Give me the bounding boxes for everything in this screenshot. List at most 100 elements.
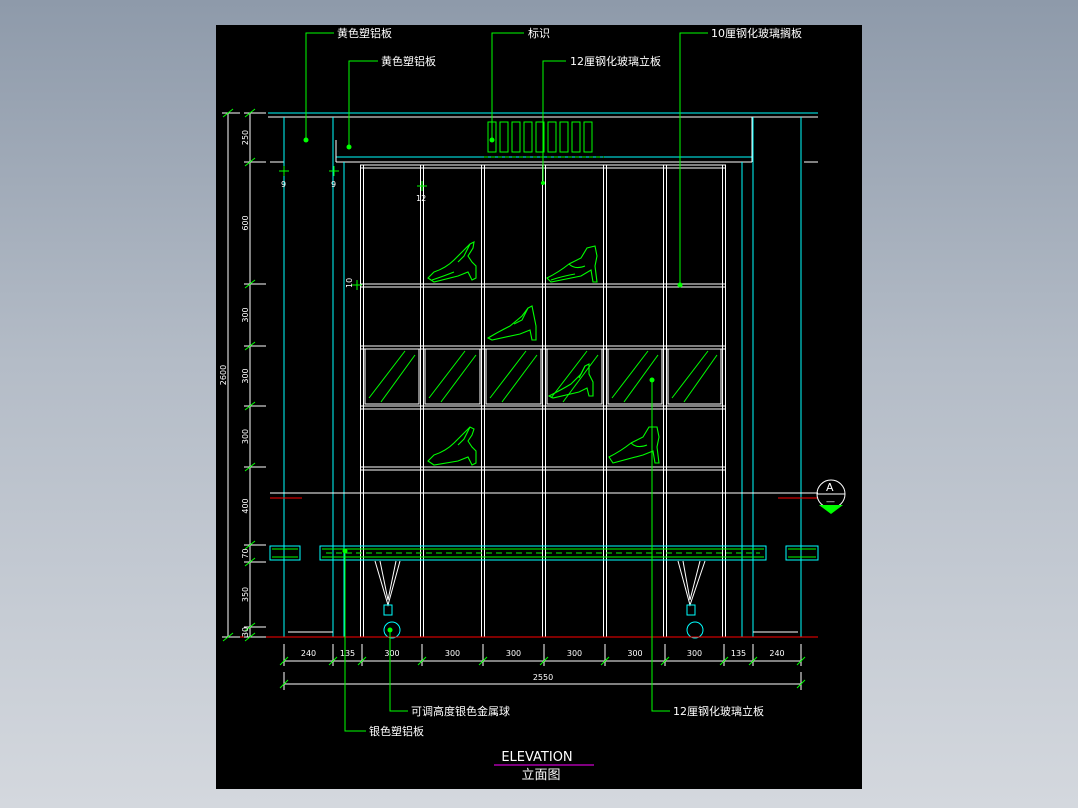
left-tick-6 <box>244 540 256 550</box>
leader-dots-bottom <box>342 377 655 633</box>
bottom-tick-4 <box>478 656 488 666</box>
bottom-dim-7: 300 <box>687 649 702 658</box>
shelving-grid <box>360 164 726 637</box>
left-tick-4 <box>244 401 256 411</box>
left-dimension-chain: 250 600 300 300 300 400 70 350 30 2600 <box>219 108 266 642</box>
bottom-tick-3 <box>417 656 427 666</box>
left-dim-5: 400 <box>241 498 250 513</box>
glass-hatch-b-2 <box>501 354 538 403</box>
left-tick-5 <box>244 462 256 472</box>
drawing-title: ELEVATION 立面图 <box>494 750 594 783</box>
sign-letter-5 <box>547 121 557 153</box>
section-letter: A <box>826 481 834 494</box>
label-yellow-panel-1: 黄色塑铝板 <box>337 26 392 40</box>
small-dim-marks <box>279 166 427 290</box>
shoe-6 <box>608 426 660 464</box>
left-dim-7: 350 <box>241 587 250 602</box>
label-silver-panel: 银色塑铝板 <box>369 724 424 738</box>
left-dim-6: 70 <box>241 548 250 558</box>
left-dim-4: 300 <box>241 429 250 444</box>
section-marker: A — <box>762 479 846 514</box>
shoe-displays <box>427 241 660 466</box>
top-leaders <box>305 32 708 285</box>
glass-panel-4 <box>607 348 663 405</box>
left-tick-3 <box>244 341 256 351</box>
glass-hatch-b-5 <box>683 354 718 403</box>
sign-letter-4 <box>535 121 545 153</box>
bottom-tick-2 <box>357 656 367 666</box>
glass-panels <box>364 348 722 405</box>
left-total-tick-0 <box>222 108 234 118</box>
glass-hatch-b-1 <box>440 354 477 403</box>
bottom-dim-5: 300 <box>567 649 582 658</box>
bottom-tick-8 <box>719 656 729 666</box>
glass-hatch-a-3 <box>550 350 588 399</box>
sign-letter-3 <box>523 121 533 153</box>
left-tick-7 <box>244 557 256 567</box>
sign-letter-6 <box>559 121 569 153</box>
left-tick-2 <box>244 279 256 289</box>
counter-base <box>269 545 819 561</box>
bottom-total-tick-1 <box>796 679 806 689</box>
bottom-dim-0: 240 <box>301 649 316 658</box>
bottom-dim-2: 300 <box>384 649 399 658</box>
left-dim-8: 30 <box>241 627 250 637</box>
left-dim-3: 300 <box>241 368 250 383</box>
glass-panel-5 <box>667 348 722 405</box>
glass-hatch-b-4 <box>623 354 659 403</box>
left-tick-0 <box>244 108 256 118</box>
glass-hatch-a-0 <box>368 350 406 399</box>
glass-panel-0 <box>364 348 420 405</box>
bottom-total-width: 2550 <box>533 673 553 682</box>
label-adjustable-ball: 可调高度银色金属球 <box>411 704 510 718</box>
side-columns <box>270 117 818 637</box>
bottom-tick-7 <box>660 656 670 666</box>
glass-hatch-a-5 <box>671 350 709 399</box>
glass-hatch-a-2 <box>489 350 527 399</box>
glass-hatch-a-4 <box>611 350 649 399</box>
label-glass-vertical-bottom: 12厘钢化玻璃立板 <box>673 704 764 718</box>
bottom-dim-6: 300 <box>627 649 642 658</box>
label-glass-vertical-top: 12厘钢化玻璃立板 <box>570 54 661 68</box>
label-glass-shelf: 10厘钢化玻璃搁板 <box>711 26 802 40</box>
bottom-dim-9: 240 <box>769 649 784 658</box>
glass-panel-3 <box>546 348 603 405</box>
left-dim-0: 250 <box>241 130 250 145</box>
shoe-3 <box>486 305 537 341</box>
bottom-tick-9 <box>748 656 758 666</box>
dim-10: 10 <box>345 278 354 288</box>
left-total-height: 2600 <box>219 365 228 385</box>
sign-letter-7 <box>571 121 581 153</box>
shoe-4 <box>547 363 594 399</box>
left-tick-8 <box>244 622 256 632</box>
section-sub: — <box>826 497 835 507</box>
bottom-total-tick-0 <box>279 679 289 689</box>
dim-12: 12 <box>416 194 426 203</box>
sign-letter-8 <box>583 121 593 153</box>
label-yellow-panel-2: 黄色塑铝板 <box>381 54 436 68</box>
dim-9b: 9 <box>331 180 336 189</box>
title-en: ELEVATION <box>501 750 572 765</box>
sign-letter-1 <box>499 121 509 153</box>
dim-9a: 9 <box>281 180 286 189</box>
glass-panel-1 <box>424 348 481 405</box>
bottom-tick-5 <box>539 656 549 666</box>
glass-hatch-a-1 <box>428 350 466 399</box>
signage <box>484 121 604 158</box>
bottom-dim-3: 300 <box>445 649 460 658</box>
left-dim-2: 300 <box>241 307 250 322</box>
bottom-tick-0 <box>279 656 289 666</box>
left-dim-1: 600 <box>241 215 250 230</box>
leader-dots-top <box>303 137 683 288</box>
glass-hatch-b-0 <box>380 354 416 403</box>
bottom-tick-6 <box>600 656 610 666</box>
glass-panel-2 <box>485 348 542 405</box>
shoe-2 <box>546 245 598 283</box>
title-cn: 立面图 <box>521 768 560 783</box>
bottom-tick-1 <box>328 656 338 666</box>
sign-letter-2 <box>511 121 521 153</box>
bottom-tick-10 <box>796 656 806 666</box>
shoe-5 <box>427 426 477 466</box>
